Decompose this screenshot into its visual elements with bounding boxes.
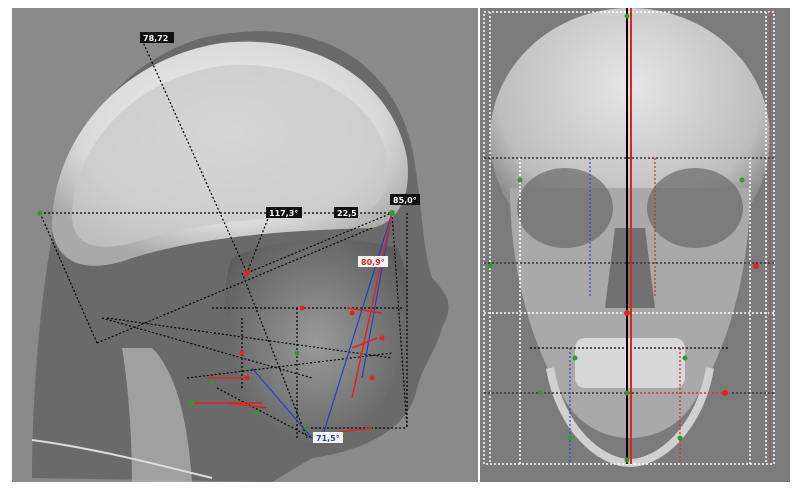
red-lines bbox=[192, 212, 393, 434]
frontal-landmarks bbox=[487, 13, 759, 463]
measurement-label-2: 117,3° bbox=[266, 207, 302, 218]
measurement-label-1: 78,72 bbox=[140, 32, 174, 43]
measurement-label-6: 71,5° bbox=[313, 432, 343, 443]
left-orbit bbox=[517, 168, 613, 248]
measurement-label-4: 85,0° bbox=[390, 194, 420, 205]
svg-text:71,5°: 71,5° bbox=[316, 434, 340, 443]
measurement-label-3: 22,5 bbox=[334, 207, 358, 218]
svg-text:80,9°: 80,9° bbox=[361, 258, 385, 267]
analysis-lines bbox=[39, 39, 408, 439]
svg-text:22,5: 22,5 bbox=[337, 209, 357, 218]
skull-inner bbox=[72, 64, 388, 247]
lateral-cephalogram-panel: 78,72 117,3° 22,5 85,0° 80,9° 71,5° bbox=[12, 8, 478, 482]
blue-lines bbox=[251, 212, 393, 439]
necklace bbox=[31, 439, 213, 479]
cervical-spine bbox=[122, 348, 192, 482]
frontal-xray-svg bbox=[480, 8, 790, 482]
right-orbit bbox=[647, 168, 743, 248]
svg-text:85,0°: 85,0° bbox=[393, 196, 417, 205]
frontal-cephalogram-panel bbox=[480, 8, 790, 482]
measurement-label-5: 80,9° bbox=[358, 256, 388, 267]
lateral-xray-svg: 78,72 117,3° 22,5 85,0° 80,9° 71,5° bbox=[12, 8, 478, 482]
facial-bones bbox=[224, 239, 409, 448]
svg-text:117,3°: 117,3° bbox=[269, 209, 298, 218]
svg-text:78,72: 78,72 bbox=[143, 34, 168, 43]
landmarks bbox=[37, 210, 395, 441]
